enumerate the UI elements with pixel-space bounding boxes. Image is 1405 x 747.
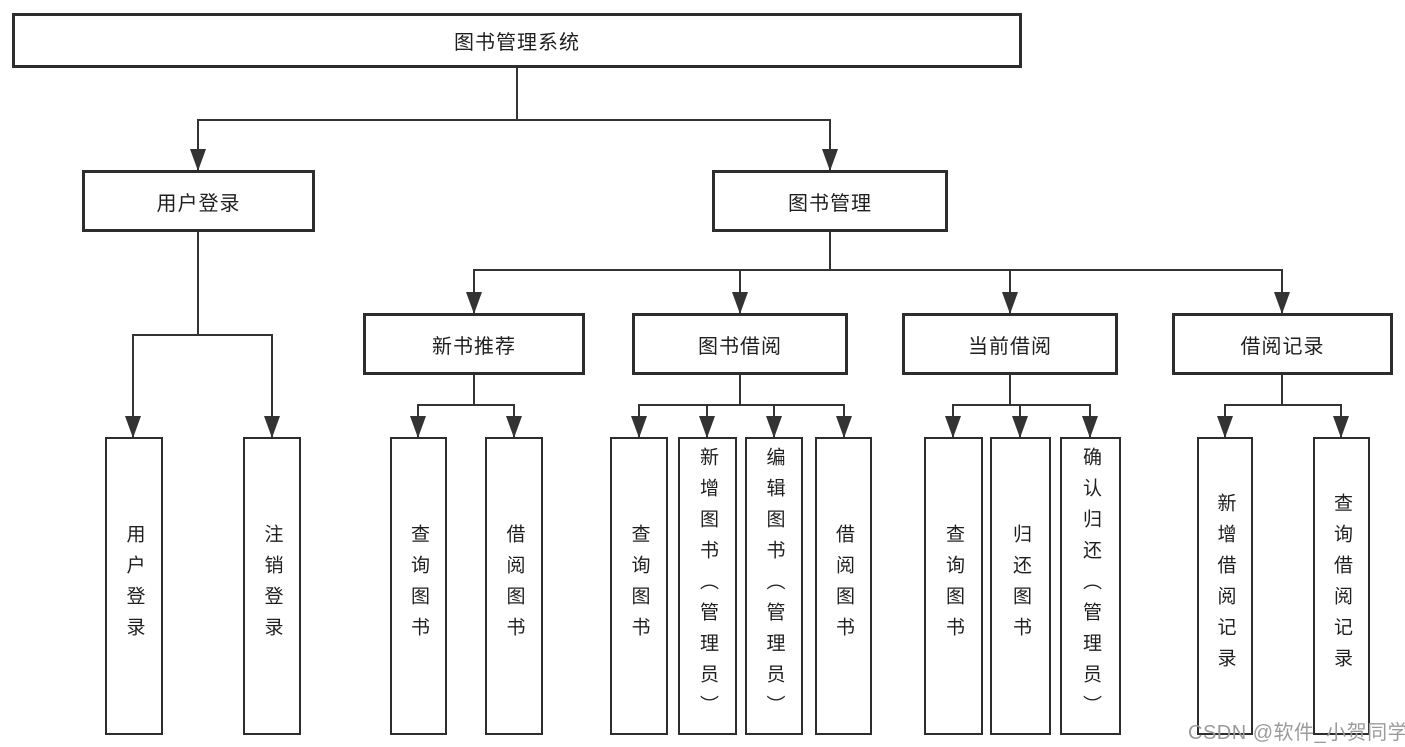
node-root: 图书管理系统 [12, 13, 1022, 68]
node-current-borrow-label: 当前借阅 [968, 335, 1052, 358]
leaf-add-book-label: 新增图书（管理员） [697, 446, 718, 726]
node-current-borrow: 当前借阅 [902, 313, 1118, 375]
leaf-return-book: 归还图书 [990, 437, 1051, 735]
leaf-query-book-current: 查询图书 [924, 437, 983, 735]
leaf-return-book-label: 归还图书 [1010, 524, 1031, 648]
leaf-borrow-book-rec-label: 借阅图书 [503, 524, 525, 648]
leaf-logout-label: 注销登录 [261, 524, 283, 648]
node-book-mgmt: 图书管理 [712, 170, 948, 232]
node-book-borrow: 图书借阅 [632, 313, 848, 375]
connector-borrow-record-to-children [1217, 374, 1349, 438]
node-root-label: 图书管理系统 [454, 32, 580, 54]
connector-current-borrow-to-children [945, 374, 1098, 438]
leaf-user-login-label: 用户登录 [123, 524, 145, 648]
leaf-borrow-book-borrow-label: 借阅图书 [833, 524, 854, 648]
node-new-book-rec: 新书推荐 [363, 313, 585, 375]
leaf-add-borrow-record: 新增借阅记录 [1197, 437, 1253, 735]
leaf-confirm-return: 确认归还（管理员） [1060, 437, 1121, 735]
leaf-query-book-rec-label: 查询图书 [408, 524, 429, 648]
leaf-query-book-borrow-label: 查询图书 [628, 524, 650, 648]
leaf-query-book-rec: 查询图书 [390, 437, 447, 735]
leaf-borrow-book-rec: 借阅图书 [485, 437, 543, 735]
leaf-confirm-return-label: 确认归还（管理员） [1080, 446, 1101, 726]
leaf-query-borrow-record-label: 查询借阅记录 [1331, 493, 1352, 679]
leaf-query-book-current-label: 查询图书 [943, 524, 964, 648]
node-book-mgmt-label: 图书管理 [788, 192, 872, 215]
node-borrow-record: 借阅记录 [1172, 313, 1393, 375]
watermark: CSDN @软件_小贺同学 [1188, 722, 1405, 744]
connector-book-mgmt-to-children [466, 231, 1290, 314]
connector-new-book-rec-to-children [410, 374, 522, 438]
leaf-query-book-borrow: 查询图书 [610, 437, 668, 735]
connector-root-to-children [190, 67, 838, 171]
node-user-login-label: 用户登录 [156, 192, 241, 215]
leaf-query-borrow-record: 查询借阅记录 [1313, 437, 1370, 735]
node-book-borrow-label: 图书借阅 [698, 335, 782, 358]
node-new-book-rec-label: 新书推荐 [432, 335, 516, 358]
leaf-logout: 注销登录 [243, 437, 301, 735]
connector-book-borrow-to-children [631, 374, 852, 438]
node-borrow-record-label: 借阅记录 [1240, 335, 1325, 358]
node-user-login: 用户登录 [82, 170, 315, 232]
leaf-add-book: 新增图书（管理员） [678, 437, 737, 735]
leaf-user-login: 用户登录 [105, 437, 163, 735]
leaf-add-borrow-record-label: 新增借阅记录 [1214, 493, 1236, 679]
connector-user-login-to-children [125, 231, 280, 438]
leaf-borrow-book-borrow: 借阅图书 [815, 437, 872, 735]
leaf-edit-book-label: 编辑图书（管理员） [763, 446, 785, 726]
leaf-edit-book: 编辑图书（管理员） [745, 437, 803, 735]
